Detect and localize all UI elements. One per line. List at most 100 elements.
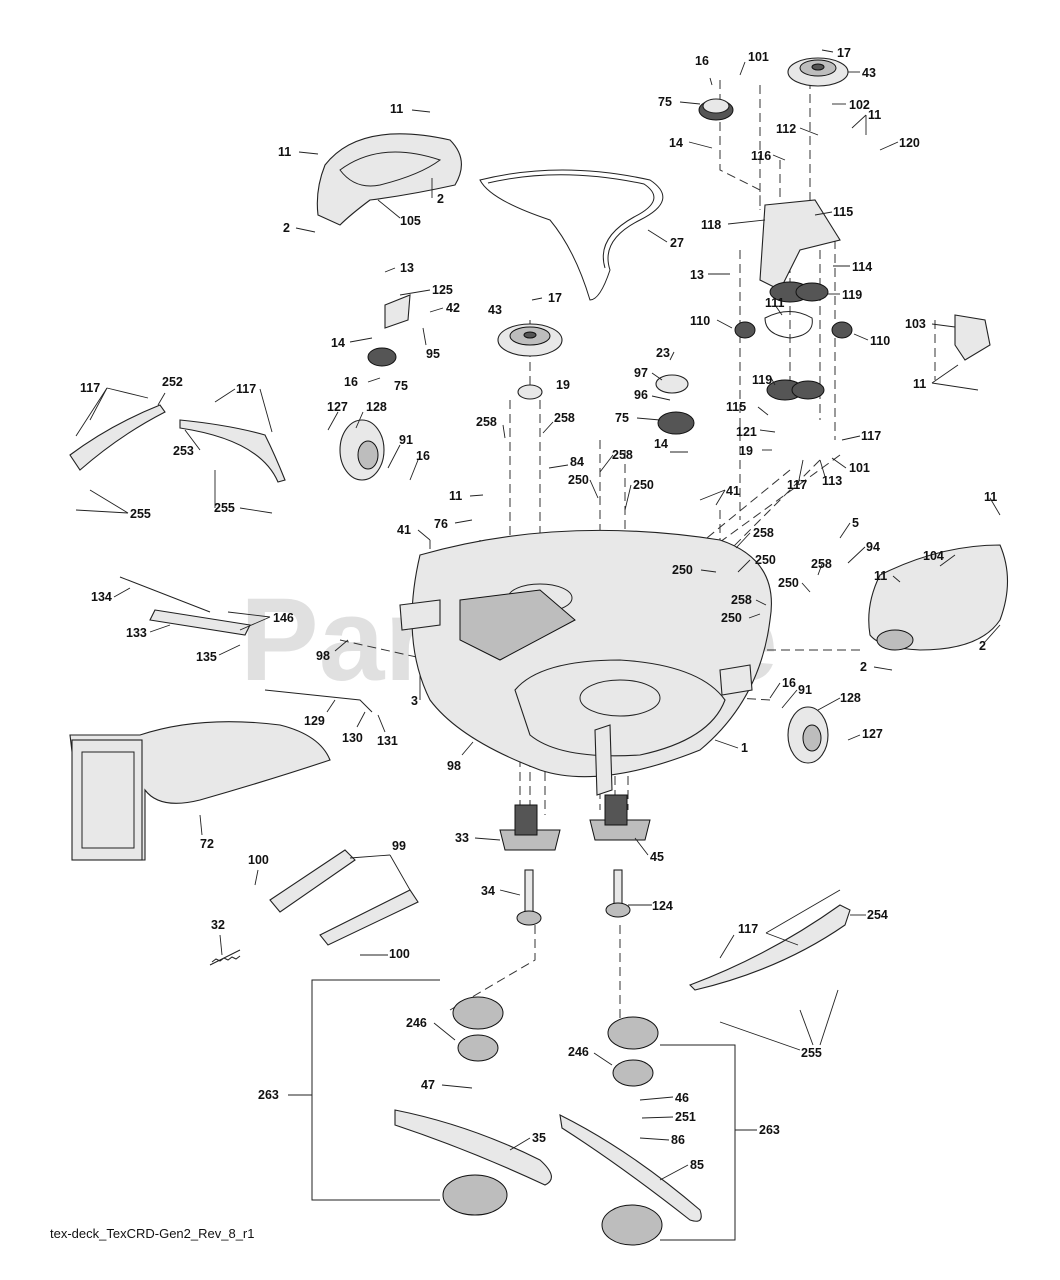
- lift-rod: [119, 576, 211, 613]
- callout-label: 119: [842, 288, 862, 302]
- callout-label: 134: [91, 590, 112, 604]
- callout-label: 2: [437, 192, 444, 206]
- idler-pulley-left: [367, 347, 397, 367]
- callout-label: 17: [837, 46, 851, 60]
- callout-label: 45: [650, 850, 664, 864]
- callout-label: 135: [196, 650, 217, 664]
- callout-label: 263: [258, 1088, 279, 1102]
- v-belt: [479, 169, 664, 301]
- callout-label: 263: [759, 1123, 780, 1137]
- callout-label: 3: [411, 694, 418, 708]
- callout-label: 250: [778, 576, 799, 590]
- mower-deck-shell: [399, 529, 772, 796]
- callout-label: 246: [568, 1045, 589, 1059]
- pulley-washer: [655, 374, 689, 394]
- callout-label: 35: [532, 1131, 546, 1145]
- small-gear-left: [734, 321, 756, 339]
- callout-label: 86: [671, 1133, 685, 1147]
- callout-label: 16: [344, 375, 358, 389]
- diagram-caption: tex-deck_TexCRD-Gen2_Rev_8_r1: [50, 1226, 254, 1241]
- right-belt-cover: [868, 544, 1008, 651]
- callout-label: 111: [765, 296, 785, 310]
- callout-label: 127: [862, 727, 883, 741]
- spindle-left: [499, 804, 561, 851]
- idler-pulley-top: [698, 98, 734, 121]
- callout-label: 34: [481, 884, 495, 898]
- callout-label: 255: [130, 507, 151, 521]
- spindle-right: [589, 794, 651, 841]
- callout-label: 117: [861, 429, 881, 443]
- callout-label: 96: [634, 388, 648, 402]
- callout-label: 250: [755, 553, 776, 567]
- left-blade-group-bracket: [311, 979, 440, 1201]
- left-belt-cover: [316, 133, 462, 226]
- callout-label: 102: [849, 98, 870, 112]
- callout-label: 33: [455, 831, 469, 845]
- callout-label: 258: [811, 557, 832, 571]
- callout-label: 129: [304, 714, 325, 728]
- callout-label: 258: [554, 411, 575, 425]
- callout-label: 131: [377, 734, 398, 748]
- callout-label: 116: [751, 149, 771, 163]
- blade-right: [559, 1114, 702, 1222]
- gauge-wheel-right: [787, 706, 829, 764]
- left-rail-253: [179, 419, 286, 483]
- callout-label: 117: [787, 478, 807, 492]
- callout-label: 258: [753, 526, 774, 540]
- callout-label: 14: [669, 136, 683, 150]
- parts-drawings: [69, 57, 1008, 1246]
- gauge-wheel-left: [339, 419, 385, 481]
- callout-label: 84: [570, 455, 584, 469]
- callout-label: 115: [833, 205, 853, 219]
- callout-label: 95: [426, 347, 440, 361]
- callout-label: 146: [273, 611, 294, 625]
- callout-label: 98: [447, 759, 461, 773]
- callout-label: 253: [173, 444, 194, 458]
- discharge-chute: [69, 721, 331, 861]
- callout-label: 130: [342, 731, 363, 745]
- callout-label: 100: [389, 947, 410, 961]
- callout-label: 117: [236, 382, 256, 396]
- callout-label: 42: [446, 301, 460, 315]
- callout-label: 115: [726, 400, 746, 414]
- callout-label: 98: [316, 649, 330, 663]
- callout-label: 16: [782, 676, 796, 690]
- callout-label: 118: [701, 218, 721, 232]
- callout-label: 250: [672, 563, 693, 577]
- callout-label: 11: [913, 377, 926, 391]
- callout-label: 91: [399, 433, 413, 447]
- callout-label: 27: [670, 236, 684, 250]
- callout-label: 2: [283, 221, 290, 235]
- callout-label: 91: [798, 683, 812, 697]
- callout-label: 13: [690, 268, 704, 282]
- callout-leader-lines: [75, 49, 1001, 1181]
- callout-label: 75: [615, 411, 629, 425]
- callout-label: 124: [652, 899, 673, 913]
- callout-label: 104: [923, 549, 944, 563]
- callout-label: 255: [214, 501, 235, 515]
- callout-label: 113: [822, 474, 842, 488]
- right-blade-group-bracket: [660, 1044, 736, 1241]
- callout-label: 97: [634, 366, 648, 380]
- callout-label: 254: [867, 908, 888, 922]
- callout-label: 2: [979, 639, 986, 653]
- callout-label: 16: [416, 449, 430, 463]
- top-right-pulley: [787, 57, 849, 87]
- callout-label: 75: [658, 95, 672, 109]
- callout-label: 16: [695, 54, 709, 68]
- blade-adapter-left: [452, 996, 504, 1062]
- callout-label: 11: [390, 102, 403, 116]
- callout-label: 251: [675, 1110, 696, 1124]
- right-rail-254: [689, 904, 851, 991]
- callout-label: 13: [400, 261, 414, 275]
- callout-label: 46: [675, 1091, 689, 1105]
- callout-label: 14: [654, 437, 668, 451]
- callout-label: 14: [331, 336, 345, 350]
- gasket: [764, 311, 813, 339]
- callout-label: 11: [984, 490, 997, 504]
- blade-hub-right: [601, 1204, 663, 1246]
- callout-label: 85: [690, 1158, 704, 1172]
- callout-label: 128: [840, 691, 861, 705]
- callout-label: 99: [392, 839, 406, 853]
